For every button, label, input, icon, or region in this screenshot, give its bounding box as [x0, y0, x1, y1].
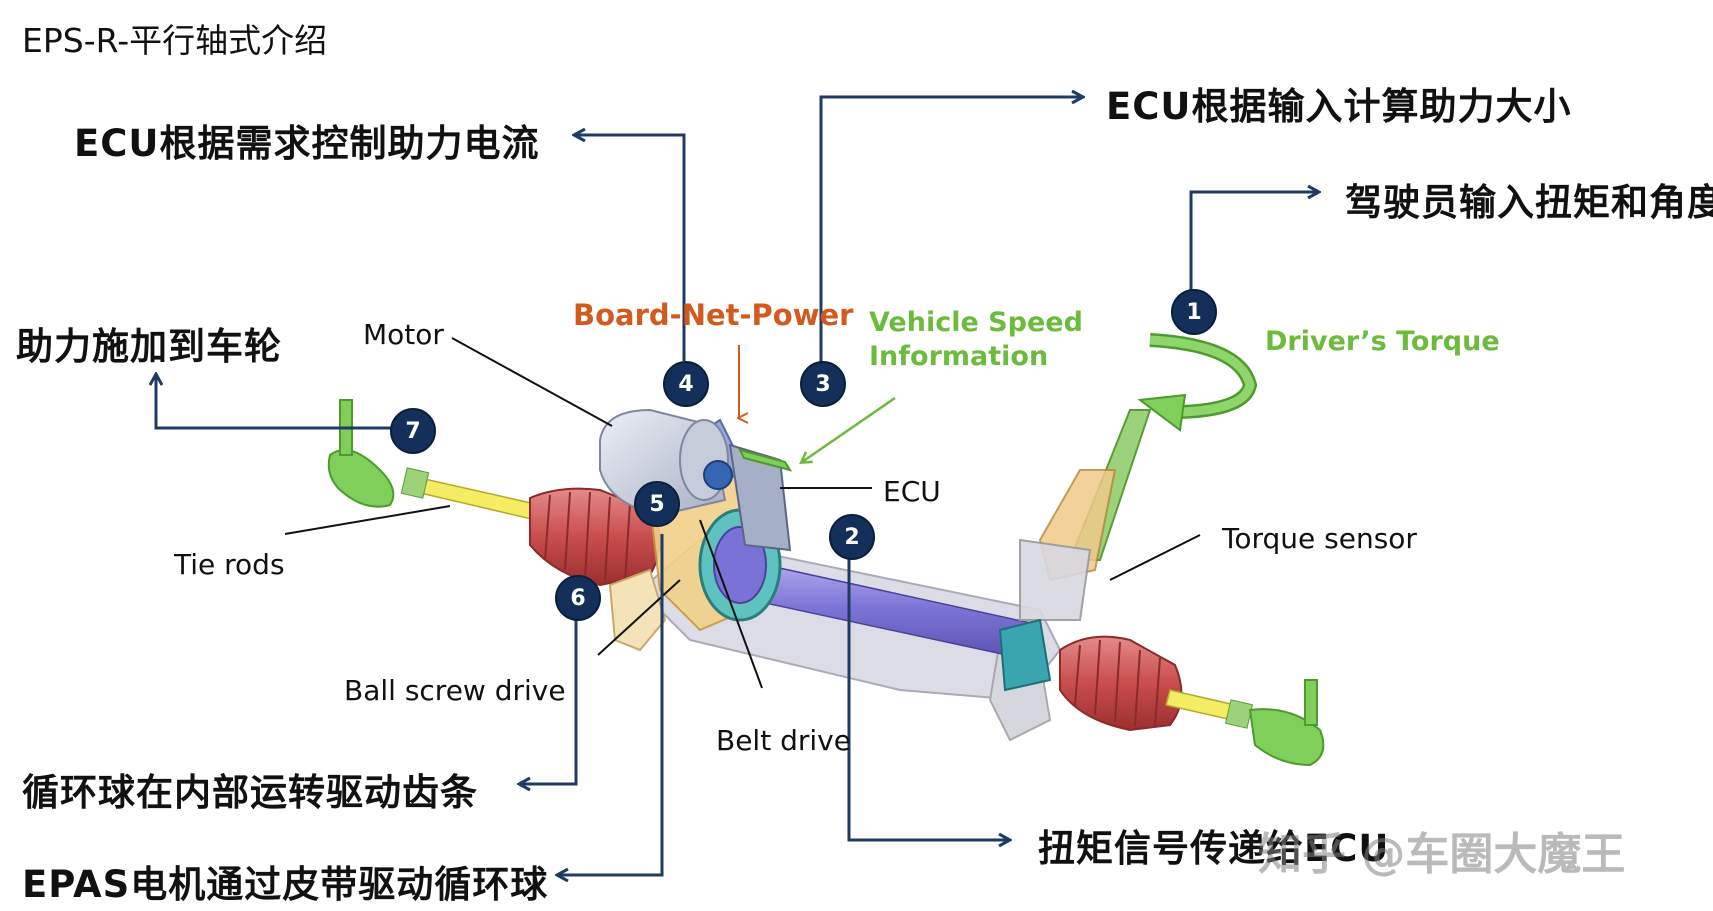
- vehicle-speed-label-2: Information: [869, 341, 1049, 372]
- page-title: EPS-R-平行轴式介绍: [22, 21, 328, 60]
- badge-7: 7: [390, 408, 436, 454]
- torque-sensor-label: Torque sensor: [1222, 522, 1417, 555]
- step-2-label: 扭矩信号传递给ECU: [1038, 827, 1390, 870]
- torque-rotation-arrow: [1137, 333, 1258, 432]
- board-net-power-label: Board-Net-Power: [573, 298, 854, 332]
- badge-3: 3: [800, 361, 846, 407]
- motor-body: [599, 408, 733, 517]
- ecu-label: ECU: [883, 475, 941, 508]
- steering-column: [998, 409, 1152, 692]
- tie-rods-label: Tie rods: [174, 548, 285, 581]
- leader-lines: [284, 337, 1201, 689]
- ball-screw-label: Ball screw drive: [344, 674, 566, 707]
- badge-2: 2: [829, 514, 875, 560]
- motor-label: Motor: [363, 318, 444, 351]
- right-boot: [1059, 635, 1183, 732]
- badge-5: 5: [634, 481, 680, 527]
- watermark: 知乎 @车圈大魔王: [1258, 829, 1626, 880]
- badge-4: 4: [663, 361, 709, 407]
- ecu-module: [728, 443, 793, 552]
- badge-6: 6: [555, 575, 601, 621]
- speed-arrow: [802, 396, 896, 462]
- left-boot: [529, 487, 661, 587]
- process-arrows: [156, 97, 1318, 875]
- step-3-label: ECU根据输入计算助力大小: [1106, 85, 1572, 128]
- drivers-torque-label: Driver’s Torque: [1265, 326, 1500, 357]
- left-tie-rod: [327, 399, 541, 521]
- belt-drive-label: Belt drive: [716, 724, 851, 757]
- step-5-label: EPAS电机通过皮带驱动循环球: [22, 863, 549, 906]
- mount-bracket: [608, 568, 667, 652]
- step-1-label: 驾驶员输入扭矩和角度: [1345, 181, 1713, 224]
- right-tie-rod: [1165, 679, 1325, 767]
- vehicle-speed-label: Vehicle Speed: [869, 307, 1083, 338]
- badge-1: 1: [1171, 289, 1217, 335]
- step-4-label: ECU根据需求控制助力电流: [74, 122, 540, 165]
- step-6-label: 循环球在内部运转驱动齿条: [22, 771, 478, 814]
- step-7-label: 助力施加到车轮: [16, 325, 282, 368]
